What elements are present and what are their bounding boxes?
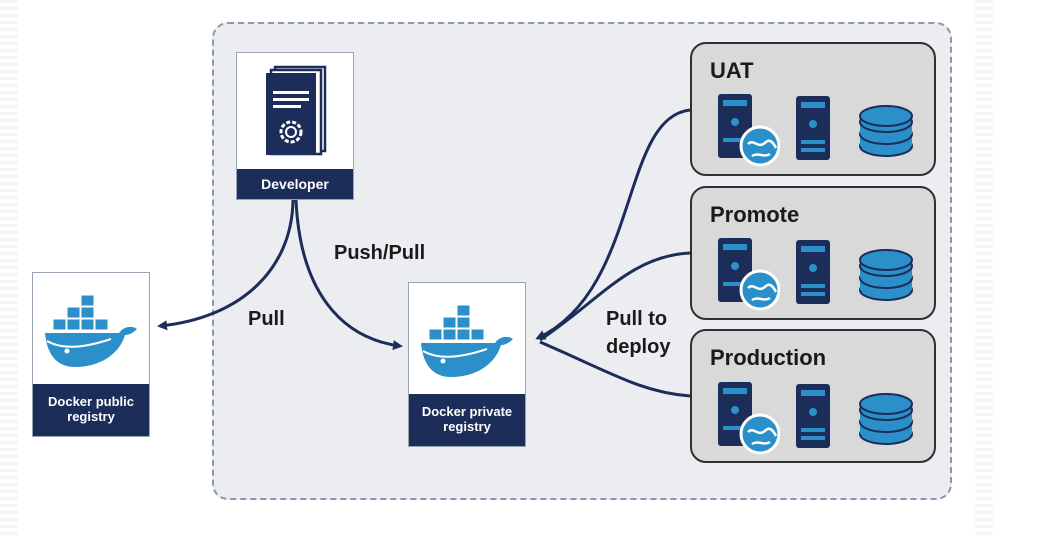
docker-public-registry-node: Docker public registry: [32, 272, 150, 437]
docker-whale-icon: [421, 304, 513, 377]
docker-private-registry-label: Docker private registry: [409, 394, 525, 446]
production-to-registry-arrow: [539, 340, 691, 398]
push-pull-arrow: [294, 199, 403, 351]
database-icon: [859, 105, 913, 157]
pull-to-deploy-label-line1: Pull to: [606, 308, 668, 330]
database-icon: [859, 249, 913, 301]
server-icon: [796, 96, 830, 160]
env-promote-title: Promote: [710, 202, 800, 227]
env-uat-title: UAT: [710, 58, 754, 83]
docker-private-registry-node: Docker private registry: [408, 282, 526, 447]
database-icon: [859, 393, 913, 445]
web-server-icon: [718, 94, 780, 167]
uat-to-registry-arrow: [535, 108, 691, 340]
developer-label: Developer: [237, 169, 353, 199]
pull-arrow: [157, 199, 295, 331]
server-icon: [796, 240, 830, 304]
developer-node: Developer: [236, 52, 354, 200]
docker-whale-icon: [45, 294, 137, 367]
promote-to-registry-arrow: [539, 251, 691, 342]
right-edge-strip: [975, 0, 993, 539]
developer-book-icon: [266, 65, 327, 156]
env-production-title: Production: [710, 345, 827, 370]
push-pull-label: Push/Pull: [334, 242, 426, 264]
left-edge-strip: [0, 0, 18, 539]
docker-public-registry-label: Docker public registry: [33, 384, 149, 436]
pull-to-deploy-label-line2: deploy: [606, 336, 671, 358]
server-icon: [796, 384, 830, 448]
web-server-icon: [718, 238, 780, 311]
pull-label: Pull: [248, 308, 285, 330]
web-server-icon: [718, 382, 780, 455]
